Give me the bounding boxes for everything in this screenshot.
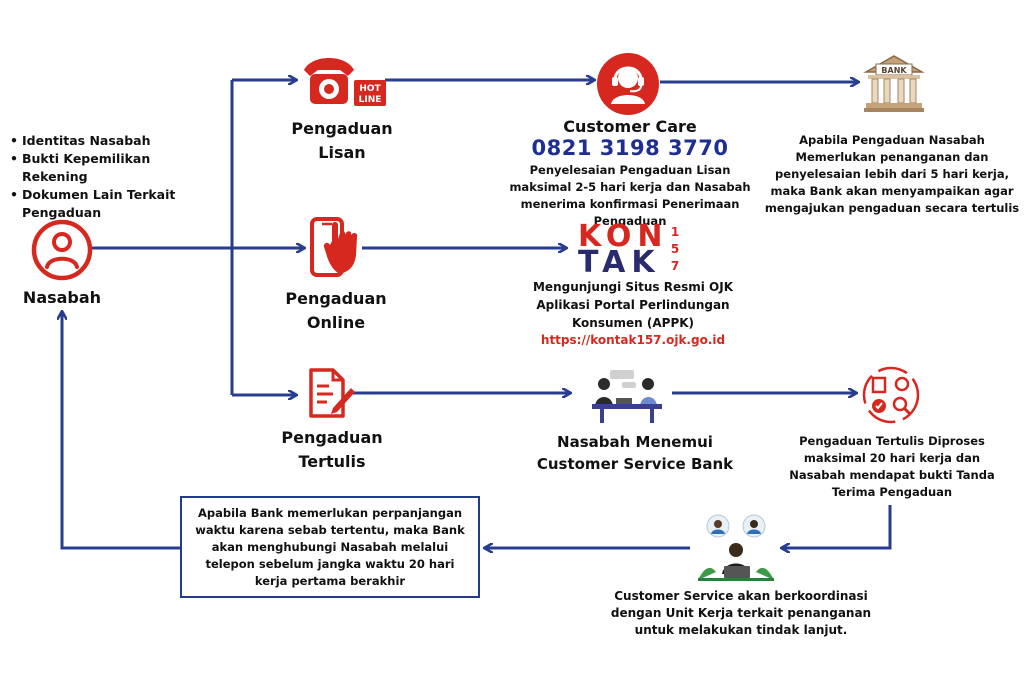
hotline-badge-top: HOT — [359, 84, 381, 94]
kontak-digit: 1 — [670, 225, 680, 239]
user-icon — [31, 219, 93, 281]
bank-desc: Apabila Pengaduan Nasabah Memerlukan pen… — [764, 133, 1020, 215]
meeting-people-icon — [592, 370, 662, 423]
requirements-list: Identitas Nasabah Bukti Kepemilikan Reke… — [8, 132, 208, 222]
kontak-digit: 5 — [670, 242, 680, 256]
arrow-process-cs — [782, 505, 892, 548]
document-pen-icon — [309, 368, 355, 418]
lisan-label: Pengaduan Lisan — [272, 117, 412, 165]
requirement-item: Identitas Nasabah — [8, 132, 208, 150]
requirement-item: Bukti Kepemilikan Rekening — [8, 150, 208, 186]
kontak-logo-row2: TAK — [578, 245, 661, 280]
smartphone-touch-icon — [310, 217, 358, 277]
hotline-badge-bottom: LINE — [359, 95, 382, 105]
headset-agent-icon — [597, 53, 659, 115]
requirement-item: Dokumen Lain Terkait Pengaduan — [8, 186, 208, 222]
call-center-team-icon — [698, 514, 774, 581]
customer-care-title: Customer Care — [563, 117, 697, 136]
arrow-box-nasabah — [62, 312, 180, 550]
process-gears-icon — [862, 366, 920, 424]
lisan-line1: Pengaduan — [291, 119, 393, 138]
tertulis-label: Pengaduan Tertulis — [262, 426, 402, 474]
kontak-digit: 7 — [670, 259, 680, 273]
kontak-logo: KON TAK 1 5 7 — [578, 222, 688, 278]
online-label: Pengaduan Online — [266, 287, 406, 335]
kontak-url[interactable]: https://kontak157.ojk.go.id — [540, 333, 726, 347]
lisan-line2: Lisan — [318, 143, 366, 162]
customer-care-desc: Penyelesaian Pengaduan Lisan maksimal 2-… — [509, 163, 751, 228]
tertulis-line2: Tertulis — [298, 452, 366, 471]
extension-desc: Apabila Bank memerlukan perpanjangan wak… — [195, 505, 465, 588]
customer-care-phone: 0821 3198 3770 — [531, 136, 729, 160]
hotline-phone-icon: HOT LINE — [304, 58, 386, 106]
bank-sign: BANK — [881, 66, 907, 75]
tertulis-line1: Pengaduan — [281, 428, 383, 447]
kontak-logo-row1: KON — [578, 219, 669, 254]
meet-line2: Customer Service Bank — [536, 455, 734, 473]
online-line2: Online — [306, 313, 366, 332]
bank-building-icon: BANK — [863, 55, 925, 112]
kontak-desc: Mengunjungi Situs Resmi OJK Aplikasi Por… — [532, 280, 733, 330]
cs-coord-desc: Customer Service akan berkoordinasi deng… — [610, 589, 872, 637]
meet-label: Nasabah Menemui Customer Service Bank — [520, 431, 750, 475]
nasabah-label: Nasabah — [22, 288, 102, 307]
extension-box: Apabila Bank memerlukan perpanjangan wak… — [180, 496, 480, 598]
meet-line1: Nasabah Menemui — [557, 433, 713, 451]
process-desc: Pengaduan Tertulis Diproses maksimal 20 … — [789, 434, 995, 499]
online-line1: Pengaduan — [285, 289, 387, 308]
